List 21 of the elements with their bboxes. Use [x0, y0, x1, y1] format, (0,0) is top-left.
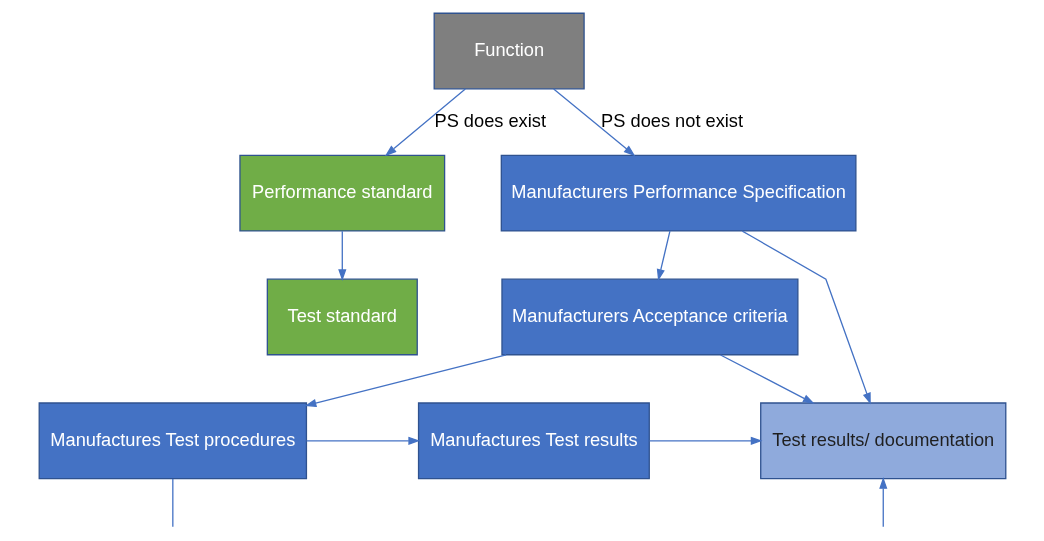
arrow [741, 230, 871, 405]
connector [171, 478, 173, 528]
node-box: Manufacturers Acceptance criteria [500, 278, 798, 356]
arrow [656, 230, 671, 281]
node-box: Function [433, 12, 585, 90]
node-box: Manufactures Test procedures [38, 402, 307, 480]
arrow [878, 477, 887, 528]
arrow [384, 88, 466, 157]
arrow [648, 436, 762, 445]
edge-label: PS does exist [433, 109, 546, 131]
arrow [719, 354, 815, 404]
arrow [552, 88, 635, 157]
arrow [337, 230, 346, 282]
node-box: Test results/ documentation [759, 402, 1006, 480]
node-box: Test standard [266, 278, 418, 356]
node-box: Manufactures Test results [417, 402, 650, 480]
node-box: Manufacturers Performance Specification [500, 154, 857, 232]
arrow [304, 354, 507, 408]
arrow [305, 436, 420, 445]
edge-label: PS does not exist [600, 109, 743, 131]
node-box: Performance standard [238, 154, 445, 232]
